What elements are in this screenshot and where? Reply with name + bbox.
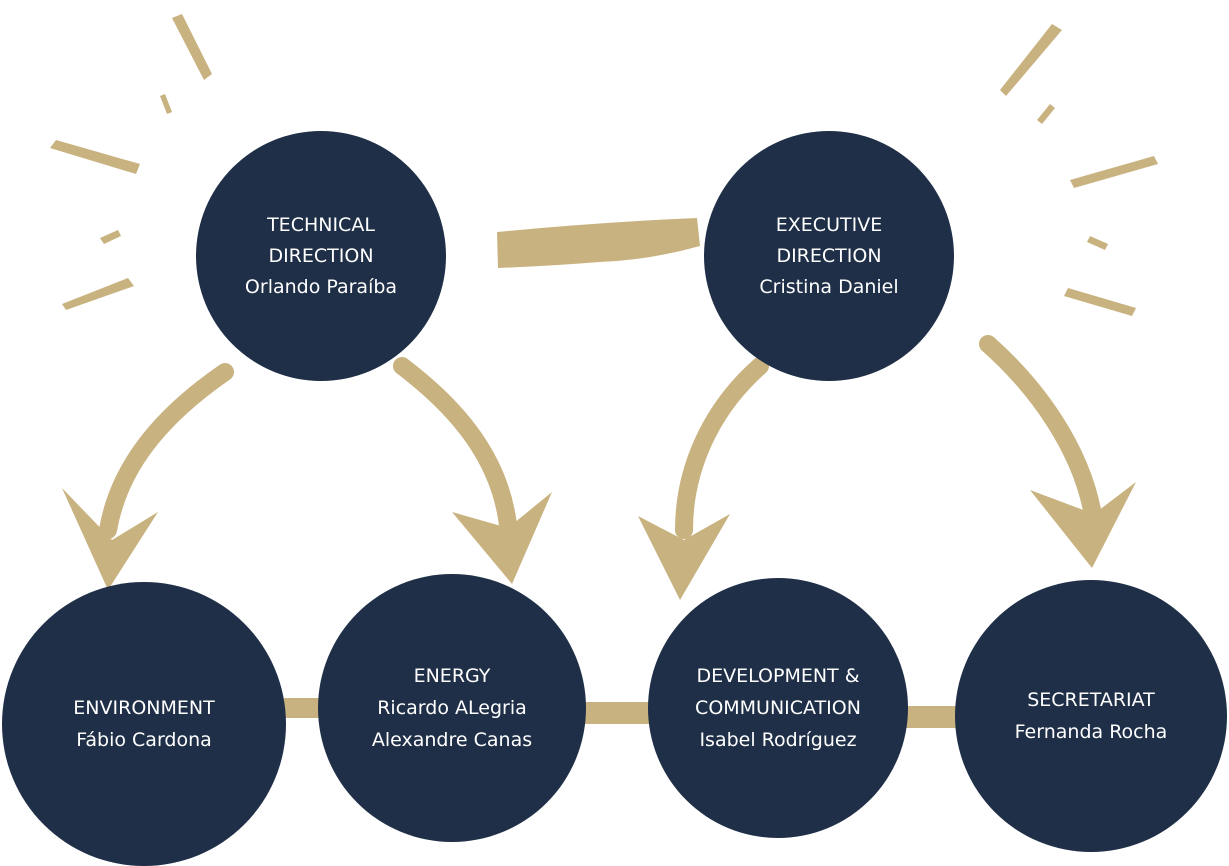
node-person-name: Fábio Cardona bbox=[76, 729, 212, 751]
node-title-line: EXECUTIVE bbox=[775, 213, 883, 236]
arrow-tech-to-environment bbox=[99, 363, 234, 539]
arrow-head-environment bbox=[62, 488, 158, 590]
node-environment: ENVIRONMENT Fábio Cardona bbox=[2, 582, 286, 866]
node-technical-direction: TECHNICAL DIRECTION Orlando Paraíba bbox=[196, 131, 446, 381]
arrow-head-energy bbox=[452, 492, 552, 584]
node-energy: ENERGY Ricardo ALegria Alexandre Canas bbox=[318, 574, 586, 842]
node-title-line: ENERGY bbox=[413, 665, 491, 687]
node-person-name: Ricardo ALegria bbox=[377, 697, 527, 719]
arrow-tech-to-energy bbox=[393, 357, 517, 534]
sparkle-right bbox=[1000, 24, 1158, 316]
arrow-head-development bbox=[638, 514, 730, 600]
connector-tech-exec bbox=[497, 218, 700, 268]
node-secretariat: SECRETARIAT Fernanda Rocha bbox=[955, 580, 1227, 852]
node-title-line: COMMUNICATION bbox=[695, 697, 861, 719]
node-title-line: DIRECTION bbox=[776, 244, 882, 267]
node-person-name: Isabel Rodríguez bbox=[699, 729, 857, 751]
connector-env-energy bbox=[284, 698, 322, 718]
node-executive-direction: EXECUTIVE DIRECTION Cristina Daniel bbox=[704, 131, 954, 381]
arrow-exec-to-development bbox=[675, 357, 769, 539]
node-title-line: DIRECTION bbox=[268, 244, 374, 267]
node-development-communication: DEVELOPMENT & COMMUNICATION Isabel Rodrí… bbox=[648, 578, 908, 838]
node-title-line: ENVIRONMENT bbox=[73, 697, 215, 719]
node-title-line: SECRETARIAT bbox=[1027, 689, 1155, 711]
connector-dev-sec bbox=[906, 706, 958, 728]
connector-energy-dev bbox=[584, 702, 650, 724]
arrow-head-secretariat bbox=[1030, 482, 1136, 568]
connectors-layer bbox=[50, 14, 1158, 728]
node-title-line: TECHNICAL bbox=[267, 213, 375, 236]
node-person-name: Fernanda Rocha bbox=[1014, 721, 1168, 743]
node-person-name: Cristina Daniel bbox=[759, 275, 899, 298]
node-person-name: Alexandre Canas bbox=[371, 729, 533, 751]
node-title-line: DEVELOPMENT & bbox=[696, 665, 860, 687]
arrow-exec-to-secretariat bbox=[979, 335, 1101, 519]
node-person-name: Orlando Paraíba bbox=[244, 275, 398, 298]
sparkle-left bbox=[50, 14, 212, 310]
org-chart: TECHNICAL DIRECTION Orlando Paraíba EXEC… bbox=[2, 14, 1227, 866]
